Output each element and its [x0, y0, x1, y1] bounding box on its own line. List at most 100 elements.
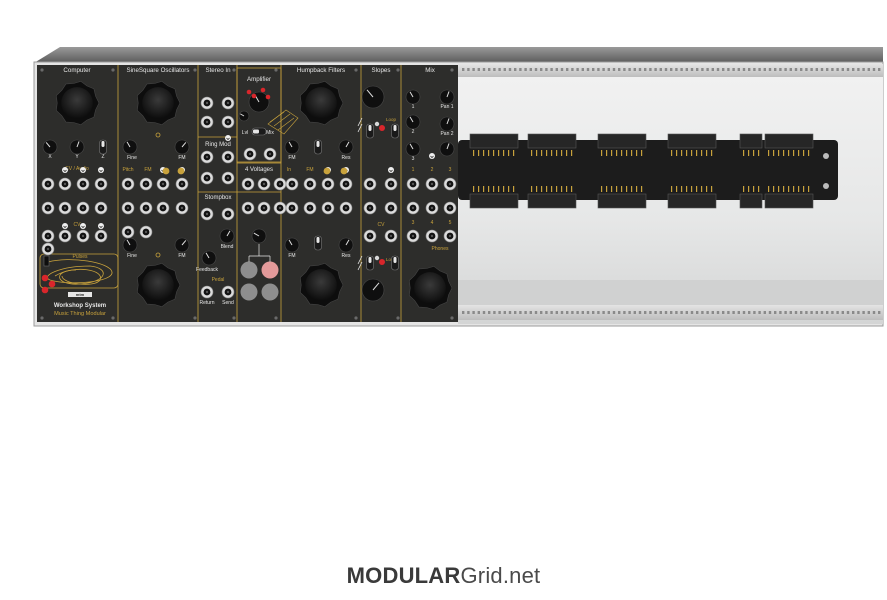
jack-computer-1-0[interactable]: [41, 201, 55, 215]
knob-osc1-pitch[interactable]: [136, 80, 181, 126]
jack-slopes-0-0[interactable]: [363, 177, 377, 191]
knob-filter1-cutoff[interactable]: [299, 80, 344, 126]
jack-computer-cv-0-0[interactable]: [41, 229, 55, 243]
knob-filter2-fm[interactable]: [284, 237, 300, 253]
toggle-z[interactable]: [99, 139, 107, 155]
knob-y[interactable]: [69, 139, 85, 155]
knob-osc2-fm[interactable]: [174, 237, 190, 253]
jack-filter-0-2[interactable]: [321, 177, 335, 191]
knob-pan2[interactable]: [439, 116, 455, 132]
jack-filter-0-3[interactable]: [339, 177, 353, 191]
jack-slopes-1-0[interactable]: [363, 201, 377, 215]
jack-ring-mod-1-1[interactable]: [221, 171, 235, 185]
jack-filter-1-2[interactable]: [321, 201, 335, 215]
jack-osc-0-1[interactable]: [139, 177, 153, 191]
jack-filter-1-3[interactable]: [339, 201, 353, 215]
jack-computer-1-1[interactable]: [58, 201, 72, 215]
knob-mix-1[interactable]: [405, 89, 421, 105]
jack-pedal-0-0[interactable]: [200, 285, 214, 299]
knob-filter1-fm[interactable]: [284, 139, 300, 155]
jack-computer-0-2[interactable]: [76, 177, 90, 191]
knob-pan1[interactable]: [439, 89, 455, 105]
knob-mix-2[interactable]: [405, 114, 421, 130]
knob-feedback[interactable]: [201, 250, 217, 266]
knob-filter2-res[interactable]: [338, 237, 354, 253]
jack-mix-out-0-2[interactable]: [443, 229, 457, 243]
jack-stereo-in-0-0[interactable]: [200, 96, 214, 110]
jack-mix-out-0-0[interactable]: [406, 229, 420, 243]
knob-slopes1-time[interactable]: [361, 85, 385, 109]
jack-osc-1-0[interactable]: [121, 201, 135, 215]
jack-4v-1-1[interactable]: [257, 201, 271, 215]
knob-osc1-fm[interactable]: [174, 139, 190, 155]
jack-mix-out-0-1[interactable]: [425, 229, 439, 243]
jack-stereo-in-1-1[interactable]: [221, 115, 235, 129]
jack-osc-1-3[interactable]: [175, 201, 189, 215]
jack-filter-0-1[interactable]: [303, 177, 317, 191]
knob-4voltages[interactable]: [251, 228, 267, 244]
toggle-filter1-mode[interactable]: [314, 139, 322, 155]
jack-filter-1-1[interactable]: [303, 201, 317, 215]
jack-pedal-0-1[interactable]: [221, 285, 235, 299]
jack-computer-1-3[interactable]: [94, 201, 108, 215]
jack-mix-0-2[interactable]: [443, 177, 457, 191]
knob-slopes2-time[interactable]: [361, 278, 385, 302]
jack-4v-0-0[interactable]: [241, 177, 255, 191]
toggle-filter2-mode[interactable]: [314, 235, 322, 251]
knob-osc2-pitch[interactable]: [136, 262, 181, 308]
jack-mix-0-0[interactable]: [406, 177, 420, 191]
jack-stomp-0-1[interactable]: [221, 207, 235, 221]
toggle-slopes2-loop[interactable]: [391, 255, 399, 271]
jack-mix-0-1[interactable]: [425, 177, 439, 191]
knob-osc1-fine[interactable]: [122, 139, 138, 155]
jack-slopes-cv-0-1[interactable]: [384, 229, 398, 243]
jack-computer-cv-0-1[interactable]: [58, 229, 72, 243]
jack-ring-mod-1-0[interactable]: [200, 171, 214, 185]
jack-computer-0-0[interactable]: [41, 177, 55, 191]
knob-computer-main[interactable]: [55, 80, 100, 126]
jack-amp-0-0[interactable]: [243, 147, 257, 161]
jack-4v-0-2[interactable]: [273, 177, 287, 191]
knob-x[interactable]: [42, 139, 58, 155]
jack-slopes-0-1[interactable]: [384, 177, 398, 191]
toggle-slopes1-mode[interactable]: [366, 123, 374, 139]
jack-4v-1-0[interactable]: [241, 201, 255, 215]
toggle-amp-mode[interactable]: [251, 127, 267, 136]
jack-mix-1-2[interactable]: [443, 201, 457, 215]
pushbutton-icon[interactable]: [240, 261, 258, 279]
jack-ring-mod-0-1[interactable]: [221, 150, 235, 164]
jack-mix-1-1[interactable]: [425, 201, 439, 215]
jack-stomp-0-0[interactable]: [200, 207, 214, 221]
jack-osc-0-0[interactable]: [121, 177, 135, 191]
jack-osc-out-0-1[interactable]: [139, 225, 153, 239]
jack-osc-1-2[interactable]: [156, 201, 170, 215]
jack-mix-1-0[interactable]: [406, 201, 420, 215]
knob-mix-3[interactable]: [405, 141, 421, 157]
knob-osc2-fine[interactable]: [122, 237, 138, 253]
jack-computer-0-1[interactable]: [58, 177, 72, 191]
jack-4v-0-1[interactable]: [257, 177, 271, 191]
jack-computer-pulse-0-0[interactable]: [41, 242, 55, 256]
knob-amp-small[interactable]: [238, 110, 250, 122]
jack-ring-mod-0-0[interactable]: [200, 150, 214, 164]
toggle-slopes1-loop[interactable]: [391, 123, 399, 139]
knob-mix-l[interactable]: [439, 141, 455, 157]
jack-amp-0-1[interactable]: [263, 147, 277, 161]
jack-stereo-in-1-0[interactable]: [200, 115, 214, 129]
pushbutton-icon[interactable]: [240, 283, 258, 301]
jack-stereo-in-0-1[interactable]: [221, 96, 235, 110]
jack-osc-out-0-0[interactable]: [121, 225, 135, 239]
jack-computer-1-2[interactable]: [76, 201, 90, 215]
jack-osc-0-3[interactable]: [175, 177, 189, 191]
jack-osc-0-2[interactable]: [156, 177, 170, 191]
toggle-slopes2-mode[interactable]: [366, 255, 374, 271]
jack-osc-1-1[interactable]: [139, 201, 153, 215]
jack-4v-1-2[interactable]: [273, 201, 287, 215]
jack-computer-0-3[interactable]: [94, 177, 108, 191]
knob-filter1-res[interactable]: [338, 139, 354, 155]
pulses-switch[interactable]: [43, 255, 50, 267]
jack-computer-cv-0-3[interactable]: [94, 229, 108, 243]
pushbutton-icon[interactable]: [261, 283, 279, 301]
jack-slopes-cv-0-0[interactable]: [363, 229, 377, 243]
pushbutton-icon[interactable]: [261, 261, 279, 279]
